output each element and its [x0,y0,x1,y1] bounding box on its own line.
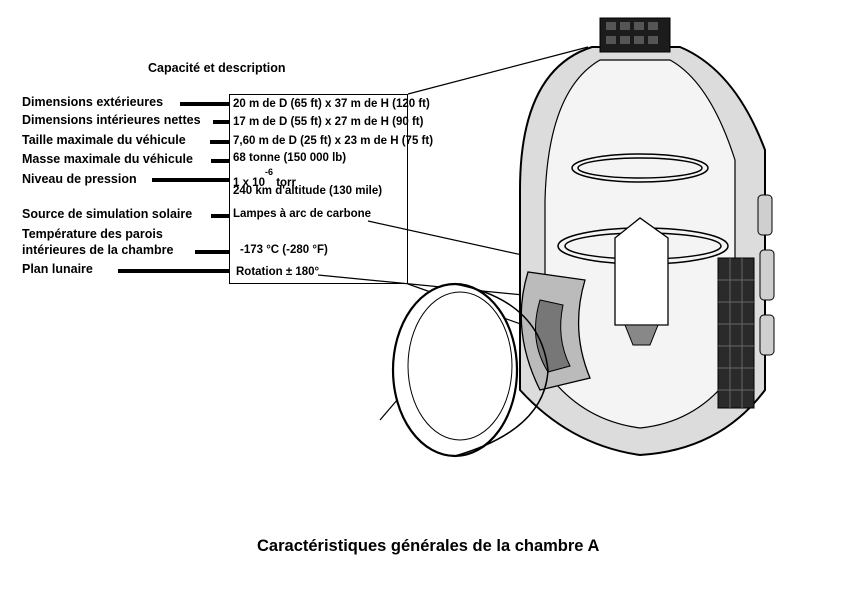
value-max-vehicle-mass: 68 tonne (150 000 lb) [233,152,347,164]
value-max-vehicle-size: 7,60 m de D (25 ft) x 23 m de H (75 ft) [233,135,434,147]
description-heading: Capacité et description [148,61,286,75]
connector-bar [180,102,229,106]
connector-bar [152,178,229,182]
label-interior-dimensions: Dimensions intérieures nettes [22,113,201,127]
value-pressure-level: 1 x 10-6 torr [233,167,297,190]
label-max-vehicle-mass: Masse maximale du véhicule [22,152,193,166]
connector-bar [210,140,229,144]
label-max-vehicle-size: Taille maximale du véhicule [22,133,186,147]
value-wall-temperature: -173 °C (-280 °F) [240,244,328,256]
connector-bar [211,214,229,218]
label-exterior-dimensions: Dimensions extérieures [22,95,164,109]
value-pressure-base: 1 x 10 [233,176,265,189]
value-lunar-plane: Rotation ± 180° [236,266,320,278]
values-box [229,94,408,284]
value-interior-dimensions: 17 m de D (55 ft) x 27 m de H (90 ft) [233,116,424,128]
leader-line-box-top [407,46,589,95]
test-vehicle [614,217,669,326]
side-panel [717,257,755,409]
label-lunar-plane: Plan lunaire [22,262,93,276]
label-pressure-level: Niveau de pression [22,172,137,186]
value-pressure-unit: torr [276,176,297,189]
value-pressure-exponent: -6 [264,167,273,177]
value-altitude: 240 km d'altitude (130 mile) [233,185,383,197]
label-solar-simulation: Source de simulation solaire [22,207,193,221]
connector-bar [213,120,229,124]
upper-platform [571,153,709,183]
connector-bar [118,269,229,273]
figure-caption: Caractéristiques générales de la chambre… [257,537,600,555]
label-wall-temperature-1: Température des parois [22,227,163,241]
connector-bar [211,159,229,163]
chamber-door [391,282,519,458]
label-wall-temperature-2: intérieures de la chambre [22,243,174,257]
value-exterior-dimensions: 20 m de D (65 ft) x 37 m de H (120 ft) [233,98,430,110]
value-solar-simulation: Lampes à arc de carbone [233,208,372,220]
connector-bar [195,250,229,254]
